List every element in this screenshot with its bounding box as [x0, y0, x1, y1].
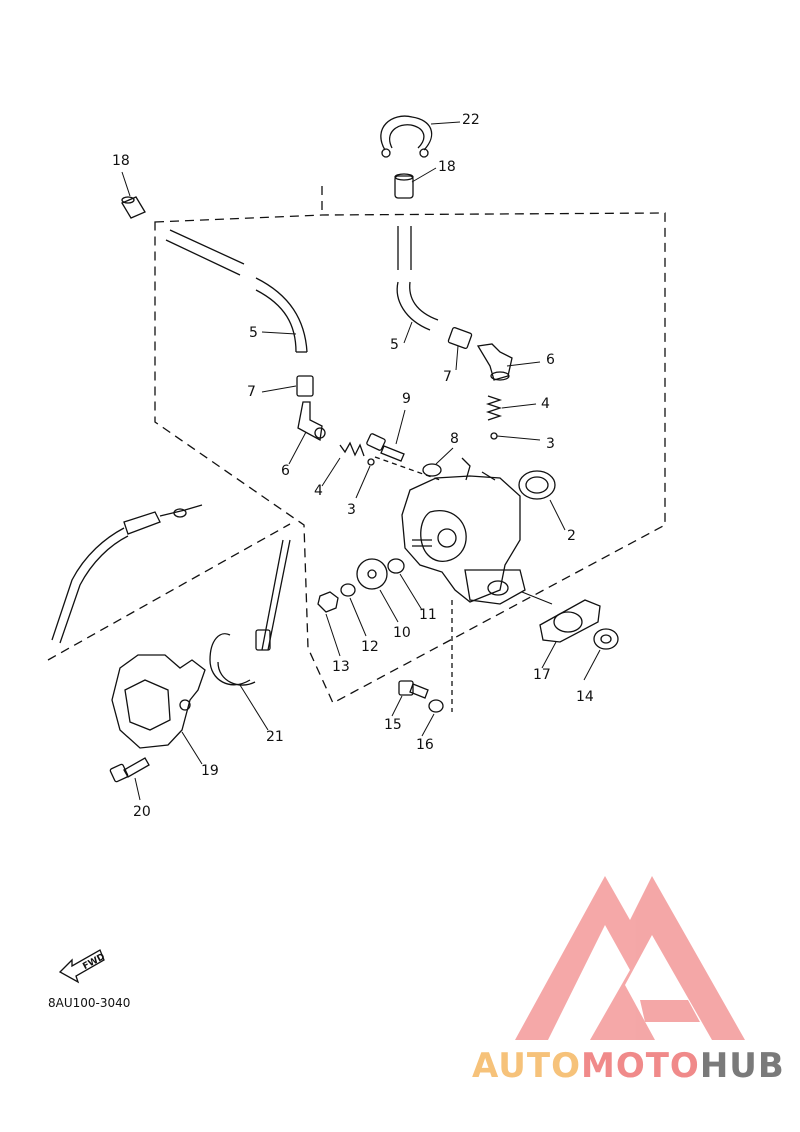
clip-part-22: [380, 115, 433, 158]
callout-2: 2: [567, 528, 576, 544]
washer-part-12: [340, 583, 356, 597]
bolt-part-15: [398, 680, 429, 699]
washer-part-8: [422, 463, 442, 477]
elbow-part-6-left: [297, 401, 326, 442]
fwd-arrow-icon: FWD: [58, 949, 107, 984]
callout-6-left: 6: [281, 463, 290, 479]
callout-10: 10: [393, 625, 411, 641]
callout-3-left: 3: [347, 502, 356, 518]
hose-part-5-left: [165, 229, 308, 353]
callout-15: 15: [384, 717, 402, 733]
callout-4-right: 4: [541, 396, 550, 412]
elbow-part-6-right: [476, 343, 513, 381]
callout-5-left: 5: [249, 325, 258, 341]
collar-part-18-left: [121, 196, 146, 219]
washer-part-10: [356, 558, 388, 590]
callout-7-right: 7: [443, 369, 452, 385]
callout-6-right: 6: [546, 352, 555, 368]
callout-22: 22: [462, 112, 480, 128]
callout-12: 12: [361, 639, 379, 655]
ball-part-3-left: [367, 458, 375, 466]
cable-assembly: [51, 504, 203, 644]
callout-9: 9: [402, 391, 411, 407]
fwd-label: FWD: [81, 952, 106, 972]
callout-18-left: 18: [112, 153, 130, 169]
cable-part-21: [209, 539, 291, 686]
dashed-line-left: [47, 523, 291, 661]
callout-14: 14: [576, 689, 594, 705]
callout-13: 13: [332, 659, 350, 675]
callout-20: 20: [133, 804, 151, 820]
callout-21: 21: [266, 729, 284, 745]
callout-3-right: 3: [546, 436, 555, 452]
gasket-part-17: [539, 599, 601, 643]
brand-part-moto: MOTO: [580, 1046, 700, 1086]
bolt-part-20: [109, 757, 150, 783]
spring-part-4-left: [339, 441, 365, 457]
hose-part-5-right: [396, 226, 439, 331]
nut-part-13: [317, 591, 339, 613]
callout-7-left: 7: [247, 384, 256, 400]
leader-lines: [121, 121, 601, 801]
washer-part-16: [428, 699, 444, 713]
callout-17: 17: [533, 667, 551, 683]
pulley-cover-part-19: [111, 654, 206, 749]
callout-16: 16: [416, 737, 434, 753]
watermark-brand: AUTOMOTOHUB: [472, 1046, 785, 1086]
dashed-assembly-outline: [154, 212, 666, 704]
spring-part-4-right: [485, 395, 503, 421]
callout-18-right: 18: [438, 159, 456, 175]
collar-part-18-right: [394, 173, 414, 199]
watermark-logo-icon: [515, 876, 745, 1040]
washer-part-11: [387, 558, 405, 574]
ball-part-3-right: [490, 432, 498, 440]
callout-5-right: 5: [390, 337, 399, 353]
callout-4-left: 4: [314, 483, 323, 499]
brand-part-hub: HUB: [699, 1046, 785, 1086]
callout-8: 8: [450, 431, 459, 447]
bolt-part-9: [366, 433, 405, 462]
seal-part-2: [518, 470, 556, 500]
callout-11: 11: [419, 607, 437, 623]
brand-part-auto: AUTO: [472, 1046, 581, 1086]
diagram-code: 8AU100-3040: [48, 996, 131, 1010]
fitting-part-7-right: [447, 326, 473, 350]
callout-19: 19: [201, 763, 219, 779]
washer-part-14: [593, 628, 619, 650]
fitting-part-7-left: [296, 375, 314, 397]
pump-body: [401, 457, 526, 605]
